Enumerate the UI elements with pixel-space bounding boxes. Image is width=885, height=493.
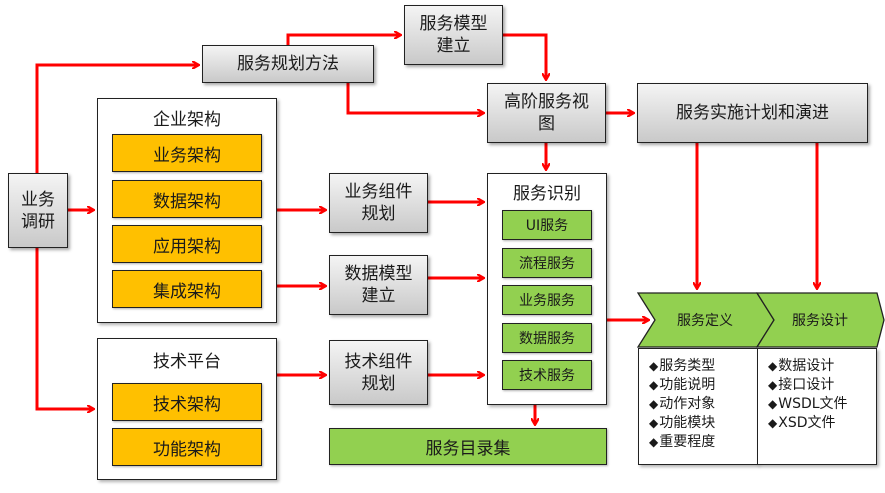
definition-item: 功能说明 xyxy=(649,376,757,395)
design-item: WSDL文件 xyxy=(768,395,876,414)
arrow-research-to-planning xyxy=(35,65,198,173)
arrow-planning-to-highview xyxy=(346,83,483,113)
service-item-technology: 技术服务 xyxy=(502,360,592,390)
service-catalog-box: 服务目录集 xyxy=(329,428,607,465)
high-level-service-view-box: 高阶服务视 图 xyxy=(487,83,606,143)
service-design-details: 数据设计 接口设计 WSDL文件 XSD文件 xyxy=(757,348,877,465)
arch-item-data: 数据架构 xyxy=(112,180,262,218)
arrow-model-to-highview xyxy=(503,33,546,79)
business-research-box: 业务 调研 xyxy=(8,173,68,248)
design-item: XSD文件 xyxy=(768,414,876,433)
business-component-planning-box: 业务组件 规划 xyxy=(329,173,428,233)
definition-item: 动作对象 xyxy=(649,395,757,414)
service-item-data: 数据服务 xyxy=(502,323,592,353)
service-design-chevron xyxy=(755,292,885,348)
arch-item-business: 业务架构 xyxy=(112,134,262,172)
arch-item-application: 应用架构 xyxy=(112,225,262,263)
definition-item: 服务类型 xyxy=(649,357,757,376)
process-chevrons xyxy=(637,292,885,348)
service-definition-label: 服务定义 xyxy=(677,313,733,329)
tech-platform-title: 技术平台 xyxy=(153,352,221,372)
arrow-planning-to-model xyxy=(286,35,400,45)
design-item: 接口设计 xyxy=(768,376,876,395)
tech-component-planning-box: 技术组件 规划 xyxy=(329,340,428,405)
design-item: 数据设计 xyxy=(768,357,876,376)
service-definition-details: 服务类型 功能说明 动作对象 功能模块 重要程度 xyxy=(638,348,758,465)
definition-item: 功能模块 xyxy=(649,414,757,433)
service-design-label: 服务设计 xyxy=(792,313,848,329)
service-impl-plan-box: 服务实施计划和演进 xyxy=(637,83,868,143)
service-model-build-box: 服务模型 建立 xyxy=(404,5,503,65)
service-item-process: 流程服务 xyxy=(502,248,592,278)
service-item-business: 业务服务 xyxy=(502,285,592,315)
arch-item-function: 功能架构 xyxy=(112,428,262,466)
arch-item-technology: 技术架构 xyxy=(112,383,262,421)
definition-item: 重要程度 xyxy=(649,433,757,452)
service-planning-method-box: 服务规划方法 xyxy=(202,45,374,83)
arrow-research-to-techplatform xyxy=(35,248,93,409)
data-model-build-box: 数据模型 建立 xyxy=(329,255,428,315)
enterprise-architecture-title: 企业架构 xyxy=(153,110,221,130)
service-identification-title: 服务识别 xyxy=(513,184,581,204)
arch-item-integration: 集成架构 xyxy=(112,270,262,308)
service-item-ui: UI服务 xyxy=(502,210,592,240)
